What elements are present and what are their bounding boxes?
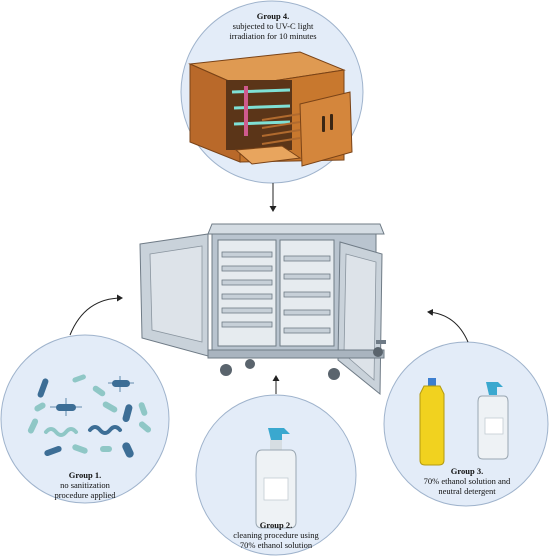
bacteria-icon [27,374,152,458]
group1-line1: no sanitization [60,480,110,490]
group1-title: Group 1. [68,470,102,480]
group3-title: Group 3. [450,466,484,476]
group4-title: Group 4. [256,11,290,21]
food-cart-icon [139,223,386,396]
group1-caption: Group 1. no sanitization procedure appli… [20,470,150,500]
detergent-bottle-icon [419,378,445,466]
group3-line2: neutral detergent [438,486,496,496]
group3-line1: 70% ethanol solution and [423,476,511,486]
group4-line2: irradiation for 10 minutes [229,31,317,41]
group3-caption: Group 3. 70% ethanol solution and neutra… [400,466,534,496]
arrow-icon [69,294,123,336]
spray-bottle-icon [255,428,297,529]
arrow-icon [427,308,469,343]
group1-circle [0,334,170,504]
group2-line1: cleaning procedure using [233,530,319,540]
group2-caption: Group 2. cleaning procedure using 70% et… [206,520,346,550]
group4-line1: subjected to UV-C light [232,21,314,31]
group2-title: Group 2. [259,520,293,530]
spray-bottle-icon [477,382,509,460]
group4-caption: Group 4. subjected to UV-C light irradia… [202,11,344,41]
group1-line2: procedure applied [54,490,116,500]
group2-line2: 70% ethanol solution [239,540,313,550]
uv-cabinet-icon [188,51,353,167]
